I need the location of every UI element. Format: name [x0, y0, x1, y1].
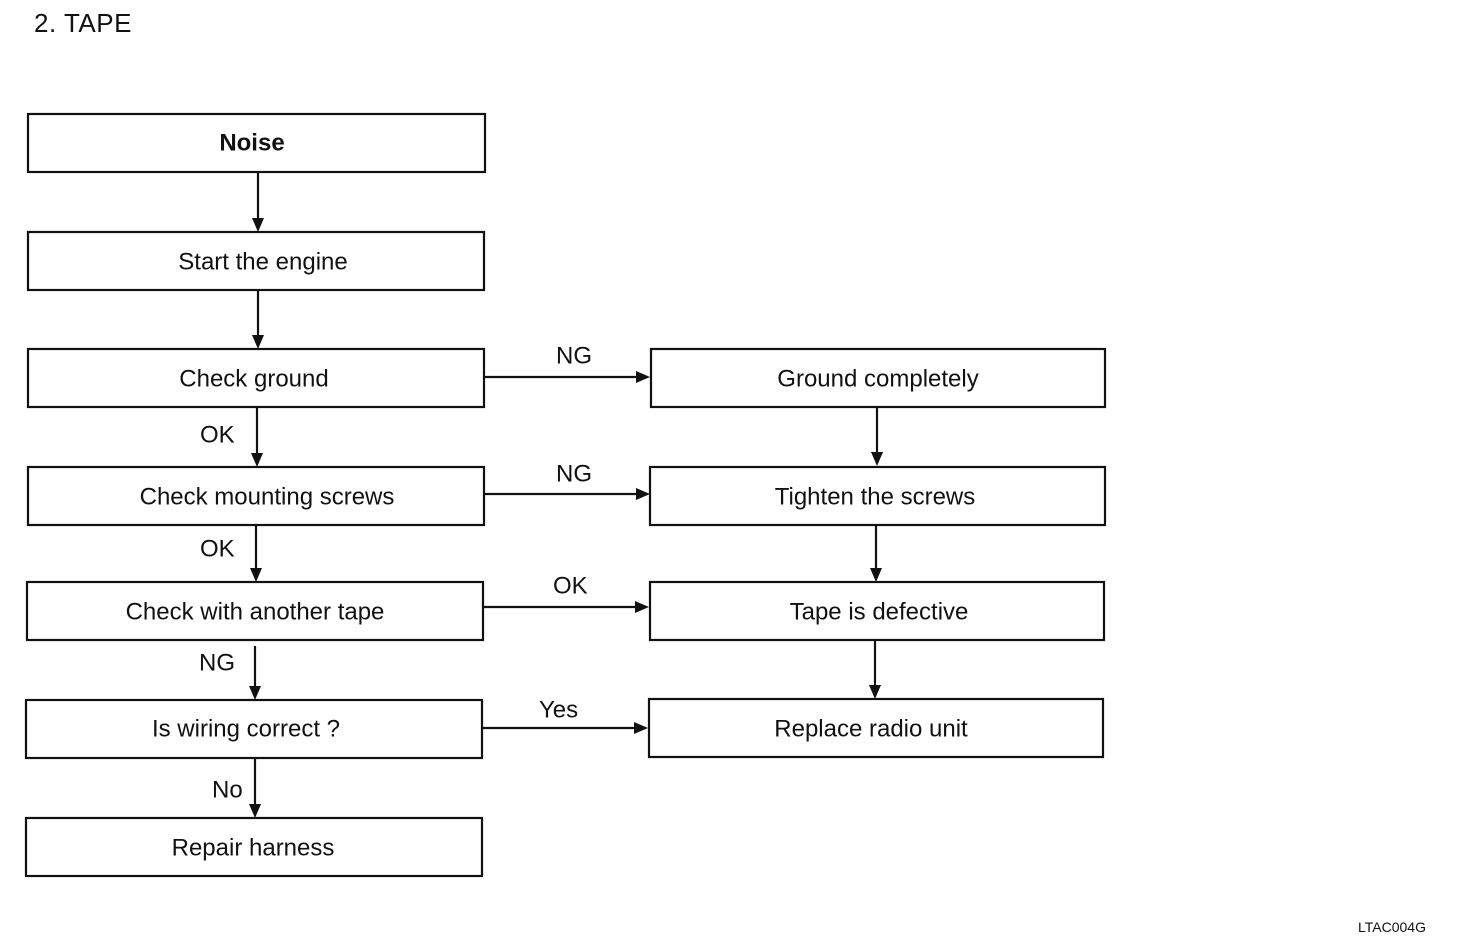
box-check-ground-label: Check ground	[179, 366, 328, 393]
box-repair-harness-label: Repair harness	[172, 835, 335, 862]
box-ground-completely: Ground completely	[649, 347, 1107, 409]
box-replace-radio-label: Replace radio unit	[774, 716, 968, 743]
arrow-wiring-to-repair-harness	[249, 758, 261, 818]
box-repair-harness: Repair harness	[24, 816, 484, 878]
arrow-wiring-to-replace-radio	[482, 722, 648, 734]
edge-label-wiring-no: No	[212, 777, 243, 804]
edge-label-ground-ng: NG	[556, 343, 592, 370]
arrow-start-engine-to-check-ground	[252, 290, 264, 349]
edge-label-ground-ok: OK	[200, 422, 235, 449]
arrow-check-ground-to-check-screws	[251, 407, 263, 467]
box-check-tape-label: Check with another tape	[126, 599, 385, 626]
box-replace-radio: Replace radio unit	[647, 697, 1105, 759]
box-check-screws: Check mounting screws	[26, 465, 486, 527]
arrow-check-tape-to-wiring	[249, 646, 261, 700]
arrow-check-screws-to-check-tape	[250, 525, 262, 582]
box-start-engine: Start the engine	[26, 230, 486, 292]
box-wiring-label: Is wiring correct ?	[152, 716, 340, 743]
arrow-tighten-screws-to-tape-defective	[870, 525, 882, 582]
box-tighten-screws-label: Tighten the screws	[775, 484, 976, 511]
page-title: 2. TAPE	[34, 8, 132, 38]
figure-code: LTAC004G	[1358, 919, 1426, 935]
arrow-noise-to-start-engine	[252, 172, 264, 232]
edge-label-tape-ng: NG	[199, 650, 235, 677]
box-tape-defective-label: Tape is defective	[790, 599, 969, 626]
arrow-check-tape-to-tape-defective	[483, 601, 649, 613]
arrow-ground-completely-to-tighten-screws	[871, 407, 883, 466]
edge-label-wiring-yes: Yes	[539, 697, 578, 724]
box-noise: Noise	[26, 112, 487, 174]
box-noise-label: Noise	[219, 130, 284, 157]
box-start-engine-label: Start the engine	[178, 249, 347, 276]
arrow-check-screws-to-tighten-screws	[484, 488, 650, 500]
edge-label-tape-ok: OK	[553, 573, 588, 600]
box-ground-completely-label: Ground completely	[777, 366, 978, 393]
box-check-screws-label: Check mounting screws	[140, 484, 395, 511]
box-tighten-screws: Tighten the screws	[648, 465, 1107, 527]
box-check-tape: Check with another tape	[25, 580, 485, 642]
edge-label-screws-ng: NG	[556, 461, 592, 488]
arrow-check-ground-to-ground-completely	[484, 371, 650, 383]
box-wiring: Is wiring correct ?	[24, 698, 484, 760]
edge-label-screws-ok: OK	[200, 536, 235, 563]
box-check-ground: Check ground	[26, 347, 486, 409]
arrow-tape-defective-to-replace-radio	[869, 640, 881, 699]
box-tape-defective: Tape is defective	[648, 580, 1106, 642]
